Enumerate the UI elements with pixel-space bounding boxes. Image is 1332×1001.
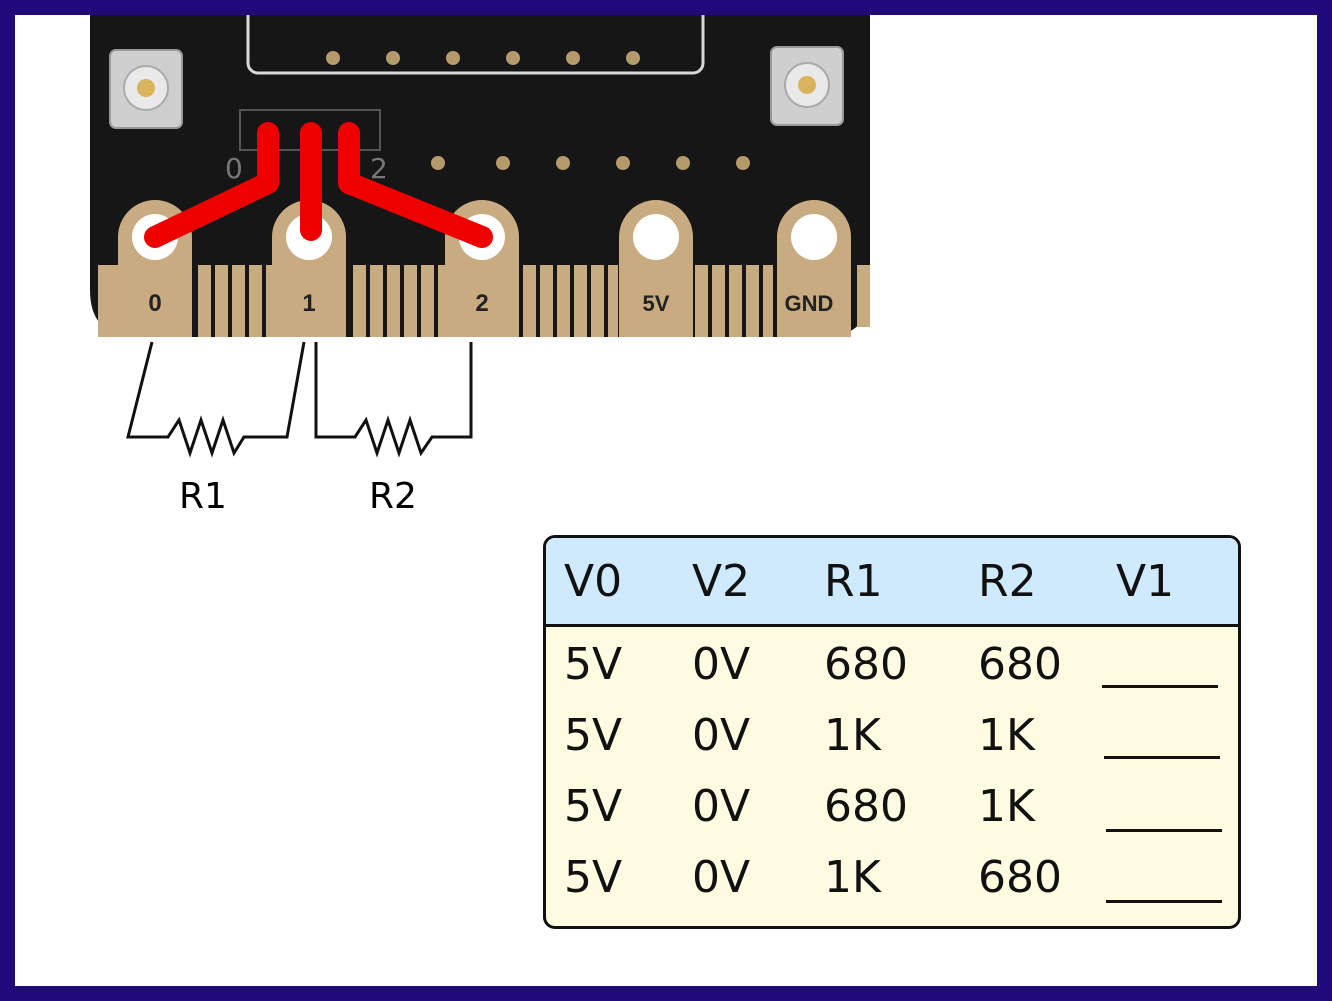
resistor-circuit xyxy=(126,341,473,458)
cell-r1: 680 xyxy=(824,639,908,690)
pin-label-2: 2 xyxy=(475,290,488,317)
header-v2: V2 xyxy=(692,556,751,607)
r1-wiring xyxy=(126,341,306,458)
wire-pin-2 xyxy=(338,122,493,248)
jumper-wires xyxy=(144,122,493,248)
silk-label-0: 0 xyxy=(225,152,243,185)
pin-pad-gnd xyxy=(777,200,851,337)
header-v1: V1 xyxy=(1116,556,1175,607)
answer-blank[interactable] xyxy=(1106,900,1222,903)
cell-r2: 680 xyxy=(978,852,1062,903)
header-r1: R1 xyxy=(824,556,883,607)
header-r2: R2 xyxy=(978,556,1037,607)
cell-r1: 1K xyxy=(824,852,881,903)
header-holes-top xyxy=(326,51,640,65)
answer-blank[interactable] xyxy=(1106,829,1222,832)
cell-r2: 1K xyxy=(978,781,1035,832)
pin-pad-5v xyxy=(619,200,693,337)
r2-label: R2 xyxy=(369,476,417,517)
r1-label: R1 xyxy=(179,476,227,517)
header-v0: V0 xyxy=(564,556,623,607)
cell-r2: 680 xyxy=(978,639,1062,690)
cell-v2: 0V xyxy=(692,852,751,903)
circuit-diagram: 0 2 xyxy=(90,15,870,517)
cell-v2: 0V xyxy=(692,710,751,761)
cell-v0: 5V xyxy=(564,710,623,761)
cell-r1: 1K xyxy=(824,710,881,761)
cell-r1: 680 xyxy=(824,781,908,832)
pin-label-5v: 5V xyxy=(643,291,670,316)
canvas: 0 2 xyxy=(15,15,1317,986)
cell-v0: 5V xyxy=(564,852,623,903)
r2-wiring xyxy=(314,342,473,458)
answer-blank[interactable] xyxy=(1104,756,1220,759)
pin-label-1: 1 xyxy=(302,290,315,317)
display-outline xyxy=(246,15,705,75)
header-holes-middle xyxy=(431,156,750,170)
wire-pin-0 xyxy=(144,122,279,248)
pin-label-gnd: GND xyxy=(785,291,834,316)
pin-label-0: 0 xyxy=(148,290,161,317)
button-b xyxy=(770,46,844,126)
edge-connector-fingers xyxy=(98,265,870,337)
cell-v0: 5V xyxy=(564,781,623,832)
measurement-table: V0 V2 R1 R2 V1 5V 0V 680 680 5V 0V 1K 1K… xyxy=(543,535,1241,929)
answer-blank[interactable] xyxy=(1102,685,1218,688)
button-a xyxy=(109,49,183,129)
cell-r2: 1K xyxy=(978,710,1035,761)
cell-v0: 5V xyxy=(564,639,623,690)
cell-v2: 0V xyxy=(692,781,751,832)
silk-label-2: 2 xyxy=(370,152,388,185)
cell-v2: 0V xyxy=(692,639,751,690)
table-header: V0 V2 R1 R2 V1 xyxy=(546,538,1238,627)
